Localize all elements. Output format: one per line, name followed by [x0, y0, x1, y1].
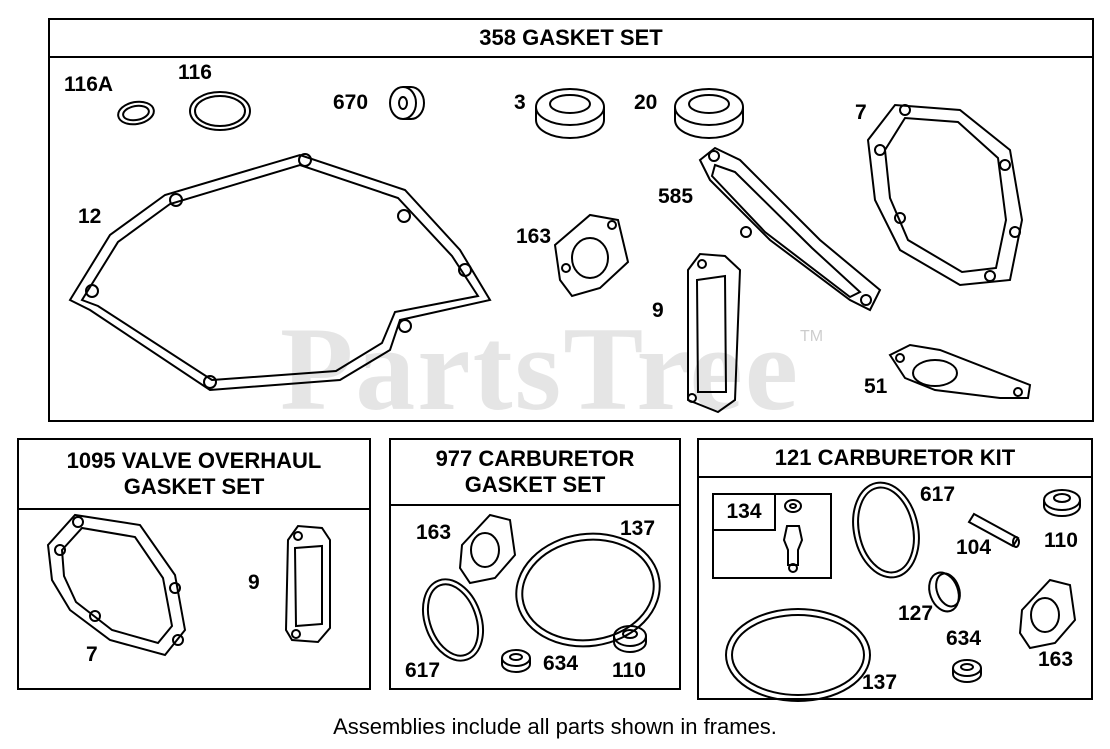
- valve-overhaul-title-line2: GASKET SET: [123, 474, 265, 499]
- valve-overhaul-frame: 1095 VALVE OVERHAUL GASKET SET: [17, 438, 371, 690]
- carb-kit-subkit-frame: 134: [712, 493, 832, 579]
- label-carb-kit-163: 163: [1038, 648, 1074, 671]
- valve-overhaul-title: 1095 VALVE OVERHAUL GASKET SET: [19, 440, 369, 510]
- label-12: 12: [78, 205, 102, 228]
- label-carb-kit-104: 104: [956, 536, 992, 559]
- carb-kit-title-text: 121 CARBURETOR KIT: [774, 445, 1016, 470]
- label-carb-gasket-617: 617: [405, 659, 441, 682]
- label-carb-gasket-110: 110: [612, 659, 646, 682]
- label-carb-gasket-137: 137: [620, 517, 656, 540]
- carb-gasket-frame: 977 CARBURETOR GASKET SET: [389, 438, 681, 690]
- watermark-trademark: TM: [800, 328, 824, 345]
- label-carb-kit-110: 110: [1044, 529, 1078, 552]
- gasket-set-title: 358 GASKET SET: [50, 20, 1092, 58]
- label-valve-overhaul-9: 9: [248, 571, 260, 594]
- label-116: 116: [178, 61, 212, 84]
- carb-gasket-title: 977 CARBURETOR GASKET SET: [391, 440, 679, 506]
- label-3: 3: [514, 91, 526, 114]
- label-valve-overhaul-7: 7: [86, 643, 98, 666]
- label-670: 670: [333, 91, 369, 114]
- label-585: 585: [658, 185, 694, 208]
- subkit-label: 134: [714, 495, 776, 531]
- gasket-set-frame: 358 GASKET SET: [48, 18, 1094, 422]
- label-20: 20: [634, 91, 658, 114]
- label-carb-kit-127: 127: [898, 602, 934, 625]
- label-51: 51: [864, 375, 888, 398]
- label-carb-kit-617: 617: [920, 483, 956, 506]
- label-163: 163: [516, 225, 552, 248]
- carb-kit-frame: 121 CARBURETOR KIT: [697, 438, 1093, 700]
- carb-gasket-title-line2: GASKET SET: [464, 472, 606, 497]
- carb-gasket-title-line1: 977 CARBURETOR: [435, 446, 635, 471]
- carb-kit-title: 121 CARBURETOR KIT: [699, 440, 1091, 478]
- label-carb-gasket-163: 163: [416, 521, 452, 544]
- label-9: 9: [652, 299, 664, 322]
- gasket-set-title-text: 358 GASKET SET: [479, 25, 663, 50]
- assemblies-footnote: Assemblies include all parts shown in fr…: [333, 714, 777, 739]
- label-carb-kit-634: 634: [946, 627, 982, 650]
- valve-overhaul-title-line1: 1095 VALVE OVERHAUL: [66, 448, 322, 473]
- label-7: 7: [855, 101, 867, 124]
- label-carb-gasket-634: 634: [543, 652, 579, 675]
- label-116a: 116A: [64, 73, 114, 96]
- label-carb-kit-137: 137: [862, 671, 898, 694]
